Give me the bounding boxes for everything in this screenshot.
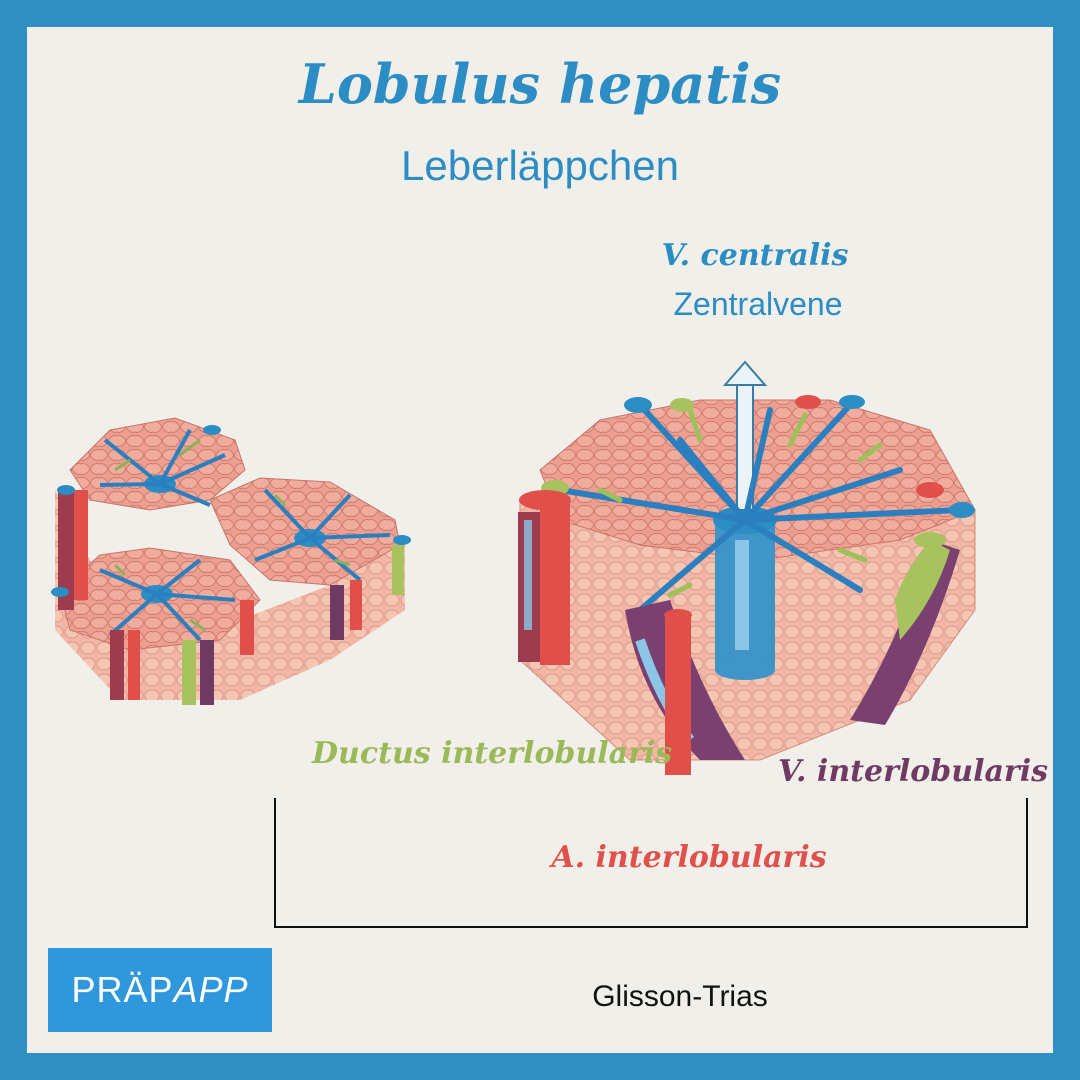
label-v-centralis-latin: V. centralis: [661, 238, 849, 273]
label-v-centralis-german: Zentralvene: [673, 286, 843, 322]
label-v-interlobularis: V. interlobularis: [778, 754, 1048, 789]
label-a-interlobularis: A. interlobularis: [551, 840, 827, 875]
lobule-block-large: [518, 360, 976, 775]
title-latin: Lobulus hepatis: [298, 52, 782, 116]
glisson-trias-bracket: [274, 798, 1028, 928]
logo-text-part1: PRÄP: [71, 969, 174, 1010]
logo-text-part2: APP: [173, 969, 249, 1010]
lobule-cluster-small: [51, 417, 411, 705]
label-glisson-trias: Glisson-Trias: [592, 980, 768, 1013]
title-german: Leberläppchen: [401, 142, 679, 189]
label-ductus-interlobularis: Ductus interlobularis: [312, 736, 673, 771]
